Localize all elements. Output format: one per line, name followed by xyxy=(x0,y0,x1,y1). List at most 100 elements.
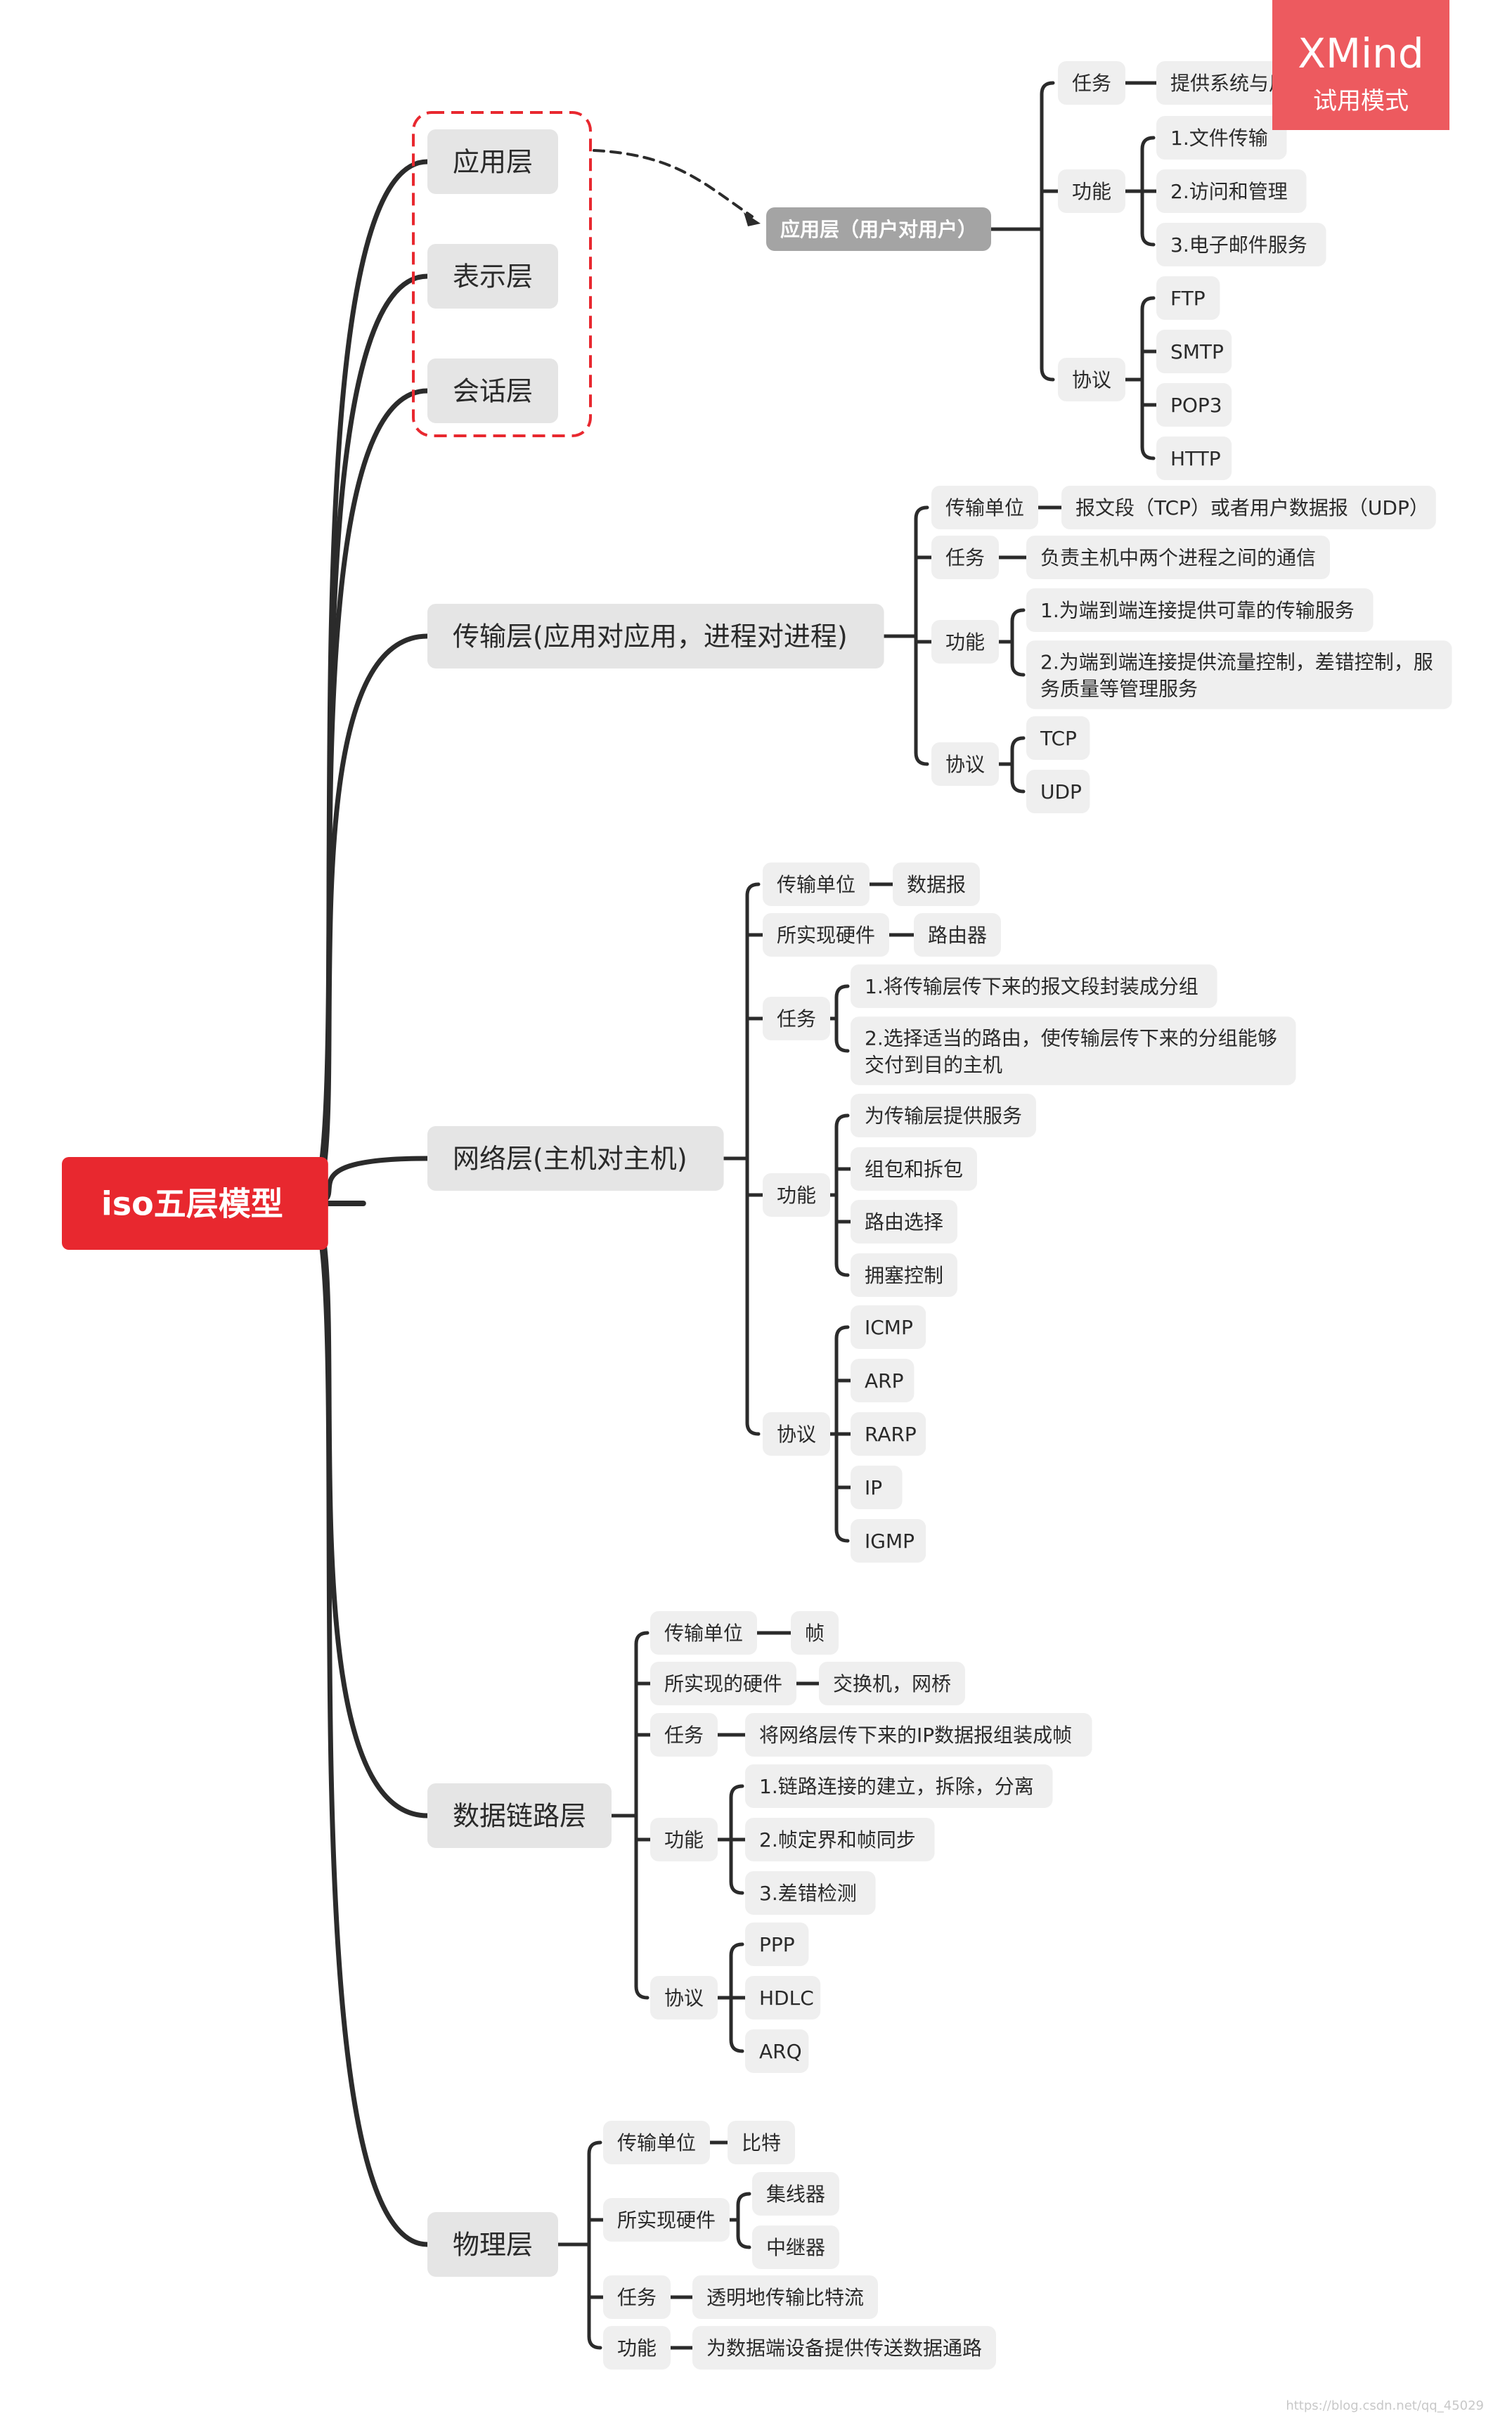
layer-4-cat-4[interactable]: 协议 xyxy=(763,1412,830,1456)
layer-4-leaf-3-3-label: 拥塞控制 xyxy=(865,1264,943,1287)
layer-3-leaf-1-0[interactable]: 负责主机中两个进程之间的通信 xyxy=(1026,536,1330,579)
layer-4-leaf-4-2-bg xyxy=(851,1412,926,1456)
layer-4-leaf-2-0[interactable]: 1.将传输层传下来的报文段封装成分组 xyxy=(851,964,1217,1008)
layer-3-leaf-3-1[interactable]: UDP xyxy=(1026,770,1090,813)
layer-5-leaf-4-1[interactable]: HDLC xyxy=(745,1976,821,2020)
layer-5-leaf-0-0[interactable]: 帧 xyxy=(791,1611,839,1655)
callout-leaf-1-0-bg xyxy=(1156,116,1287,160)
layer-6-leaf-3-0-bg xyxy=(692,2326,996,2370)
layer-topic-5-bg xyxy=(427,1783,612,1848)
callout-leaf-2-3-label: HTTP xyxy=(1170,447,1221,470)
layer-3-cat-1[interactable]: 任务 xyxy=(931,536,999,579)
layer-6-cat-1[interactable]: 所实现硬件 xyxy=(603,2198,730,2242)
layer-4-cat-2[interactable]: 任务 xyxy=(763,997,830,1040)
layer-4-leaf-1-0[interactable]: 路由器 xyxy=(914,913,1001,957)
layer-5-leaf-3-2-bg xyxy=(745,1871,876,1915)
layer-3-leaf-2-0[interactable]: 1.为端到端连接提供可靠的传输服务 xyxy=(1026,588,1374,632)
layer-5-leaf-3-1[interactable]: 2.帧定界和帧同步 xyxy=(745,1818,935,1861)
layer-5-cat-4[interactable]: 协议 xyxy=(650,1976,718,2020)
layer-3-leaf-3-0[interactable]: TCP xyxy=(1026,716,1090,760)
layer-6-cat-3[interactable]: 功能 xyxy=(603,2326,671,2370)
layer-5-leaf-4-0[interactable]: PPP xyxy=(745,1923,809,1966)
layer-5-leaf-3-2[interactable]: 3.差错检测 xyxy=(745,1871,876,1915)
layer-4-leaf-4-3[interactable]: IP xyxy=(851,1466,903,1509)
layer-4-leaf-3-2[interactable]: 路由选择 xyxy=(851,1200,957,1243)
layer-6-leaf-1-0-bg xyxy=(752,2172,839,2216)
layer-4-leaf-0-0[interactable]: 数据报 xyxy=(893,862,980,906)
layer-topic-3-bg xyxy=(427,604,884,668)
layer-6-leaf-1-0[interactable]: 集线器 xyxy=(752,2172,839,2216)
callout-cat-0-label: 任务 xyxy=(1072,72,1111,95)
layer-topic-6[interactable]: 物理层 xyxy=(427,2212,558,2277)
callout-cat-1[interactable]: 功能 xyxy=(1058,169,1125,213)
layer-topic-0[interactable]: 应用层 xyxy=(427,129,558,194)
callout-leaf-1-1[interactable]: 2.访问和管理 xyxy=(1156,169,1307,213)
layer-4-leaf-3-0[interactable]: 为传输层提供服务 xyxy=(851,1094,1036,1137)
layer-5-cat-0[interactable]: 传输单位 xyxy=(650,1611,757,1655)
layer-3-leaf-0-0-bg xyxy=(1061,486,1436,529)
layer-6-leaf-3-0[interactable]: 为数据端设备提供传送数据通路 xyxy=(692,2326,996,2370)
callout-topic[interactable]: 应用层（用户对用户） xyxy=(766,207,991,251)
layer-topic-3[interactable]: 传输层(应用对应用，进程对进程) xyxy=(427,604,884,668)
layer-3-cat-3[interactable]: 协议 xyxy=(931,742,999,786)
layer-4-leaf-3-3[interactable]: 拥塞控制 xyxy=(851,1253,957,1297)
layer-5-leaf-3-0[interactable]: 1.链路连接的建立，拆除，分离 xyxy=(745,1764,1053,1808)
callout-cat-1-label: 功能 xyxy=(1072,180,1111,203)
layer-3-cat-1-label: 任务 xyxy=(945,546,985,569)
callout-leaf-2-1[interactable]: SMTP xyxy=(1156,330,1232,373)
callout-leaf-2-0[interactable]: FTP xyxy=(1156,276,1220,320)
callout-cat-0[interactable]: 任务 xyxy=(1058,61,1125,105)
layer-topic-4[interactable]: 网络层(主机对主机) xyxy=(427,1126,724,1191)
layer-6-leaf-0-0[interactable]: 比特 xyxy=(728,2121,795,2164)
callout-leaf-2-2[interactable]: POP3 xyxy=(1156,383,1232,427)
layer-6-cat-2-bg xyxy=(603,2275,671,2319)
layer-5-leaf-1-0[interactable]: 交换机，网桥 xyxy=(819,1662,965,1705)
layer-4-leaf-3-1[interactable]: 组包和拆包 xyxy=(851,1147,977,1191)
layer-6-cat-2[interactable]: 任务 xyxy=(603,2275,671,2319)
layer-5-cat-3[interactable]: 功能 xyxy=(650,1818,718,1861)
layer-4-leaf-4-1[interactable]: ARP xyxy=(851,1359,915,1402)
layer-4-cat-0[interactable]: 传输单位 xyxy=(763,862,870,906)
callout-leaf-1-0[interactable]: 1.文件传输 xyxy=(1156,116,1287,160)
layer-5-leaf-3-1-bg xyxy=(745,1818,935,1861)
callout-leaf-2-3[interactable]: HTTP xyxy=(1156,437,1232,480)
root-topic[interactable]: iso五层模型 xyxy=(62,1157,328,1250)
layer-3-cat-3-bg xyxy=(931,742,999,786)
layer-5-cat-1[interactable]: 所实现的硬件 xyxy=(650,1662,796,1705)
layer-topic-1[interactable]: 表示层 xyxy=(427,244,558,309)
layer-6-cat-1-label: 所实现硬件 xyxy=(617,2209,716,2232)
layer-6-leaf-0-0-bg xyxy=(728,2121,795,2164)
callout-cat-2[interactable]: 协议 xyxy=(1058,358,1125,401)
layer-5-cat-1-bg xyxy=(650,1662,796,1705)
layer-6-cat-0[interactable]: 传输单位 xyxy=(603,2121,710,2164)
layer-3-cat-2[interactable]: 功能 xyxy=(931,620,999,664)
branch-spine xyxy=(834,984,850,1053)
layer-topic-1-bg xyxy=(427,244,558,309)
layer-5-leaf-2-0[interactable]: 将网络层传下来的IP数据报组装成帧 xyxy=(745,1713,1092,1757)
callout-leaf-1-2[interactable]: 3.电子邮件服务 xyxy=(1156,223,1326,266)
layer-5-cat-2[interactable]: 任务 xyxy=(650,1713,718,1757)
layer-4-leaf-4-2[interactable]: RARP xyxy=(851,1412,926,1456)
layer-4-cat-3[interactable]: 功能 xyxy=(763,1173,830,1217)
layer-4-leaf-4-4[interactable]: IGMP xyxy=(851,1519,926,1563)
layer-3-cat-0-label: 传输单位 xyxy=(945,496,1024,519)
layer-5-leaf-4-0-label: PPP xyxy=(759,1933,795,1956)
layer-5-leaf-4-1-label: HDLC xyxy=(759,1986,814,2010)
layer-3-cat-0[interactable]: 传输单位 xyxy=(931,486,1038,529)
relationship-arrowhead xyxy=(744,212,761,226)
layer-6-leaf-3-0-label: 为数据端设备提供传送数据通路 xyxy=(706,2337,982,2360)
layer-4-leaf-4-0[interactable]: ICMP xyxy=(851,1305,926,1349)
layer-3-leaf-0-0[interactable]: 报文段（TCP）或者用户数据报（UDP） xyxy=(1061,486,1436,529)
layer-5-leaf-4-2[interactable]: ARQ xyxy=(745,2029,809,2073)
layer-topic-2[interactable]: 会话层 xyxy=(427,358,558,423)
layer-topic-2-label: 会话层 xyxy=(453,376,533,407)
callout-leaf-2-3-bg xyxy=(1156,437,1232,480)
layer-6-leaf-1-1[interactable]: 中继器 xyxy=(752,2225,839,2269)
layer-4-cat-1[interactable]: 所实现硬件 xyxy=(763,913,889,957)
layer-3-leaf-2-1-bg xyxy=(1026,640,1452,709)
layer-topic-5[interactable]: 数据链路层 xyxy=(427,1783,612,1848)
layer-5-leaf-2-0-label: 将网络层传下来的IP数据报组装成帧 xyxy=(759,1724,1072,1747)
layer-6-leaf-2-0[interactable]: 透明地传输比特流 xyxy=(692,2275,878,2319)
